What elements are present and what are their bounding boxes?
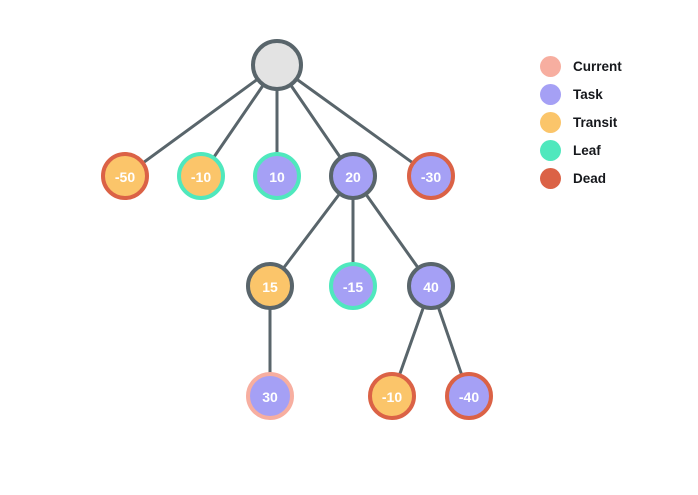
tree-node-15[interactable]: 15 — [246, 262, 294, 310]
tree-node-10[interactable]: 10 — [253, 152, 301, 200]
tree-node--10[interactable]: -10 — [368, 372, 416, 420]
node-circle[interactable] — [246, 372, 294, 420]
tree-node--30[interactable]: -30 — [407, 152, 455, 200]
edges-group — [142, 78, 463, 376]
legend-item-dead[interactable]: Dead — [540, 164, 622, 192]
tree-edge — [437, 306, 463, 376]
tree-edge — [142, 78, 259, 164]
tree-node-40[interactable]: 40 — [407, 262, 455, 310]
node-circle[interactable] — [253, 152, 301, 200]
legend-item-label: Task — [573, 86, 603, 102]
legend-swatch-icon — [540, 55, 561, 77]
nodes-group: -50 -10 10 20 -30 15 -15 40 30 -10 -40 — [101, 39, 493, 420]
node-circle[interactable] — [101, 152, 149, 200]
legend-item-label: Current — [573, 58, 622, 74]
legend-item-label: Dead — [573, 170, 607, 186]
tree-node--10[interactable]: -10 — [177, 152, 225, 200]
legend-item-label: Transit — [573, 114, 618, 130]
legend-swatch-icon — [540, 111, 561, 133]
node-circle[interactable] — [329, 262, 377, 310]
legend-swatch-icon — [540, 83, 561, 105]
tree-node-30[interactable]: 30 — [246, 372, 294, 420]
node-circle[interactable] — [246, 262, 294, 310]
legend-item-leaf[interactable]: Leaf — [540, 136, 622, 164]
legend-item-transit[interactable]: Transit — [540, 108, 622, 136]
tree-node-root[interactable] — [251, 39, 303, 91]
tree-edge — [289, 84, 342, 159]
tree-edge — [364, 193, 420, 269]
tree-node-20[interactable]: 20 — [329, 152, 377, 200]
node-circle[interactable] — [329, 152, 377, 200]
tree-edge — [282, 192, 341, 270]
node-circle[interactable] — [407, 262, 455, 310]
node-circle[interactable] — [407, 152, 455, 200]
legend-swatch-icon — [540, 139, 561, 161]
node-circle[interactable] — [251, 39, 303, 91]
node-circle[interactable] — [177, 152, 225, 200]
tree-node--50[interactable]: -50 — [101, 152, 149, 200]
node-circle[interactable] — [445, 372, 493, 420]
tree-node--40[interactable]: -40 — [445, 372, 493, 420]
legend-item-task[interactable]: Task — [540, 80, 622, 108]
tree-edge — [398, 306, 425, 376]
tree-node--15[interactable]: -15 — [329, 262, 377, 310]
legend-swatch-icon — [540, 167, 561, 189]
tree-edge — [295, 78, 414, 165]
legend-item-current[interactable]: Current — [540, 52, 622, 80]
tree-edge — [212, 84, 265, 159]
node-circle[interactable] — [368, 372, 416, 420]
legend-item-label: Leaf — [573, 142, 601, 158]
